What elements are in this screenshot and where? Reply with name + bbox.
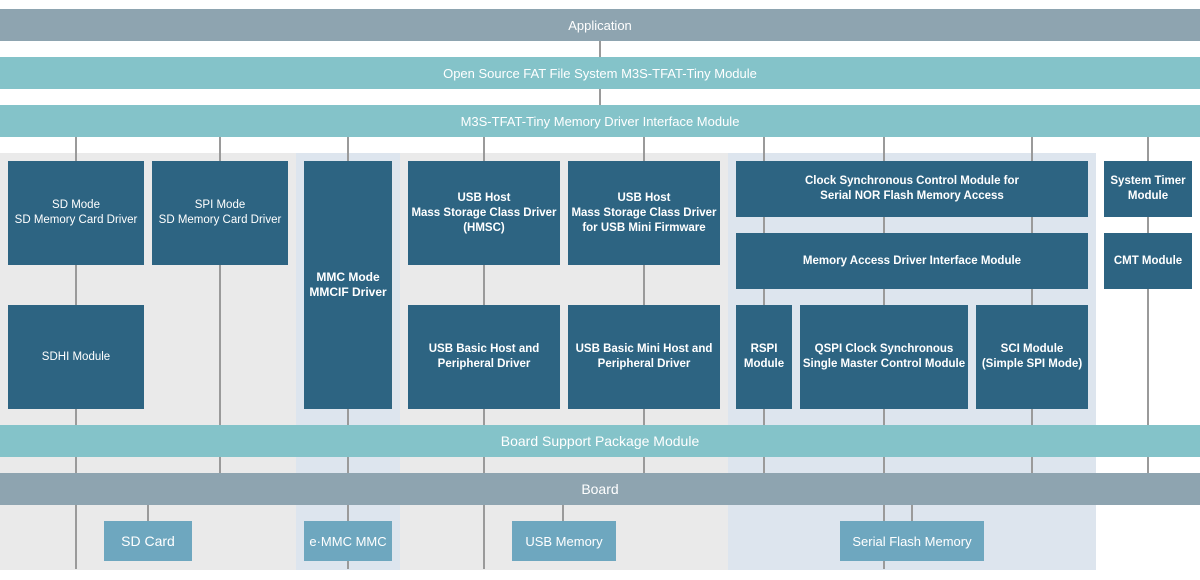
emmc-device: e·MMC MMC <box>304 521 392 561</box>
connector-line <box>219 137 221 475</box>
connector-line <box>599 89 601 106</box>
fat-file-system-layer: Open Source FAT File System M3S-TFAT-Tin… <box>0 57 1200 89</box>
memory-access-driver-box: Memory Access Driver Interface Module <box>736 233 1088 289</box>
rspi-module-box: RSPI Module <box>736 305 792 409</box>
serial-flash-memory-device: Serial Flash Memory <box>840 521 984 561</box>
board-support-package-layer: Board Support Package Module <box>0 425 1200 457</box>
sdhi-module-box: SDHI Module <box>8 305 144 409</box>
usb-memory-device: USB Memory <box>512 521 616 561</box>
mmc-mode-driver-box: MMC Mode MMCIF Driver <box>304 161 392 409</box>
cmt-module-box: CMT Module <box>1104 233 1192 289</box>
connector-line <box>147 505 149 521</box>
application-layer: Application <box>0 9 1200 41</box>
usb-basic-driver-box: USB Basic Host and Peripheral Driver <box>408 305 560 409</box>
spi-mode-driver-box: SPI Mode SD Memory Card Driver <box>152 161 288 265</box>
connector-line <box>599 41 601 58</box>
connector-line <box>562 505 564 521</box>
connector-line <box>911 505 913 521</box>
sd-card-device: SD Card <box>104 521 192 561</box>
usb-hmsc-driver-box: USB Host Mass Storage Class Driver (HMSC… <box>408 161 560 265</box>
usb-basic-mini-driver-box: USB Basic Mini Host and Peripheral Drive… <box>568 305 720 409</box>
usb-mini-hmsc-driver-box: USB Host Mass Storage Class Driver for U… <box>568 161 720 265</box>
sd-mode-driver-box: SD Mode SD Memory Card Driver <box>8 161 144 265</box>
connector-line <box>1147 137 1149 475</box>
memory-driver-interface-layer: M3S-TFAT-Tiny Memory Driver Interface Mo… <box>0 105 1200 137</box>
qspi-module-box: QSPI Clock Synchronous Single Master Con… <box>800 305 968 409</box>
board-layer: Board <box>0 473 1200 505</box>
system-timer-box: System Timer Module <box>1104 161 1192 217</box>
clock-sync-control-box: Clock Synchronous Control Module for Ser… <box>736 161 1088 217</box>
sci-module-box: SCI Module (Simple SPI Mode) <box>976 305 1088 409</box>
